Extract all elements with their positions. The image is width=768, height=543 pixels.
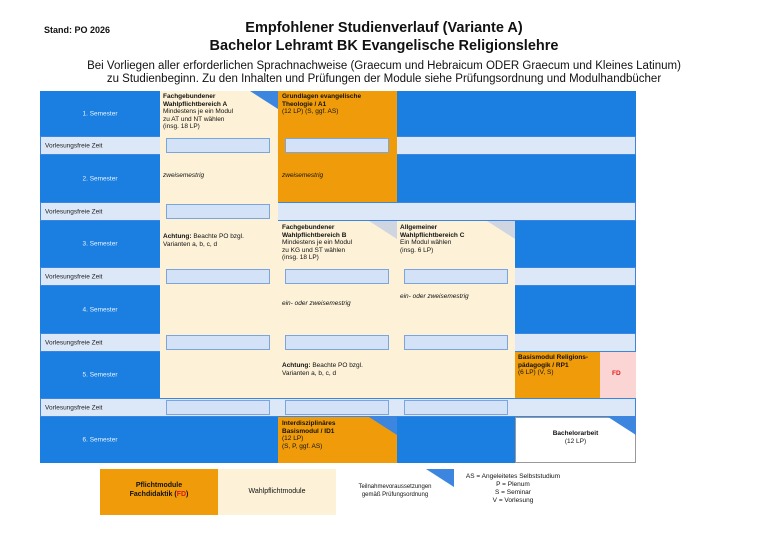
- wpb-note: Achtung: Beachte PO bzgl. Varianten a, b…: [282, 362, 363, 377]
- legend-mandatory-swatch: Pflichtmodule Fachdidaktik (FD): [100, 469, 218, 515]
- module-rp1-text: Basismodul Religions- pädagogik / RP1 (6…: [518, 354, 589, 377]
- prerequisite-corner-icon: [426, 469, 454, 487]
- semester-4-label: 4. Semester: [40, 286, 160, 333]
- prerequisite-corner-icon: [369, 417, 397, 435]
- legend-fd-line: Fachdidaktik (FD): [129, 491, 189, 498]
- module-wpa-text: Fachgebundener Wahlpflichtbereich A Mind…: [163, 93, 234, 131]
- empty-cell: [160, 417, 278, 463]
- continuation-box: [285, 400, 389, 415]
- legend-abbreviations: AS = Angeleitetes Selbststudium P = Plen…: [465, 473, 561, 504]
- continuation-box: [166, 335, 270, 350]
- a1-duration: zweisemestrig: [282, 172, 324, 179]
- continuation-box: [166, 269, 270, 284]
- module-a1-text: Grundlagen evangelische Theologie / A1 (…: [282, 93, 362, 116]
- prerequisite-corner-icon: [487, 221, 515, 239]
- status-date: Stand: PO 2026: [44, 25, 111, 35]
- intro-line-1: Bei Vorliegen aller erforderlichen Sprac…: [87, 60, 681, 72]
- continuation-box: [404, 335, 508, 350]
- intro-line-2: zu Studienbeginn. Zu den Inhalten und Pr…: [106, 73, 662, 85]
- wpa-note: Achtung: Beachte PO bzgl. Varianten a, b…: [163, 233, 244, 248]
- elective-area-c: [397, 221, 515, 398]
- elective-area-b: [278, 221, 397, 398]
- empty-cell: [397, 155, 515, 202]
- continuation-box: [285, 138, 389, 153]
- semester-6-label: 6. Semester: [40, 417, 160, 463]
- semester-1-label: 1. Semester: [40, 91, 160, 136]
- prerequisite-corner-icon: [369, 221, 397, 239]
- bachelor-thesis-text: Bachelorarbeit (12 LP): [552, 430, 599, 445]
- empty-cell: [515, 155, 636, 202]
- continuation-box: [285, 335, 389, 350]
- legend-elective-swatch: Wahlpflichtmodule: [218, 469, 336, 515]
- wpc-duration: ein- oder zweisemestrig: [400, 293, 469, 300]
- page-subtitle: Bachelor Lehramt BK Evangelische Religio…: [209, 38, 559, 54]
- legend-prerequisite-swatch: Teilnahmevoraussetzungen gemäß Prüfungso…: [336, 469, 454, 515]
- semester-5-label: 5. Semester: [40, 352, 160, 398]
- semester-3-label: 3. Semester: [40, 221, 160, 267]
- continuation-box: [166, 138, 270, 153]
- wpa-duration: zweisemestrig: [163, 172, 205, 179]
- empty-cell: [397, 417, 515, 463]
- wpb-duration: ein- oder zweisemestrig: [282, 300, 351, 307]
- prerequisite-corner-icon: [250, 91, 278, 109]
- lecture-free-row-2: Vorlesungsfreie Zeit: [40, 202, 636, 221]
- empty-cell: [515, 221, 636, 267]
- prerequisite-corner-icon: [608, 417, 636, 435]
- module-wpc-text: Allgemeiner Wahlpflichtbereich C Ein Mod…: [400, 224, 465, 254]
- module-id1-text: Interdisziplinäres Basismodul / ID1 (12 …: [282, 420, 336, 450]
- empty-cell: [397, 91, 515, 136]
- empty-cell: [515, 286, 636, 333]
- fd-marker-rp1: FD: [600, 352, 636, 398]
- continuation-box: [166, 204, 270, 219]
- page-title: Empfohlener Studienverlauf (Variante A): [245, 20, 523, 36]
- module-rp1: [515, 352, 600, 398]
- semester-2-label: 2. Semester: [40, 155, 160, 202]
- continuation-box: [166, 400, 270, 415]
- continuation-box: [404, 269, 508, 284]
- continuation-box: [285, 269, 389, 284]
- module-wpb-text: Fachgebundener Wahlpflichtbereich B Mind…: [282, 224, 353, 262]
- empty-cell: [515, 91, 636, 136]
- continuation-box: [404, 400, 508, 415]
